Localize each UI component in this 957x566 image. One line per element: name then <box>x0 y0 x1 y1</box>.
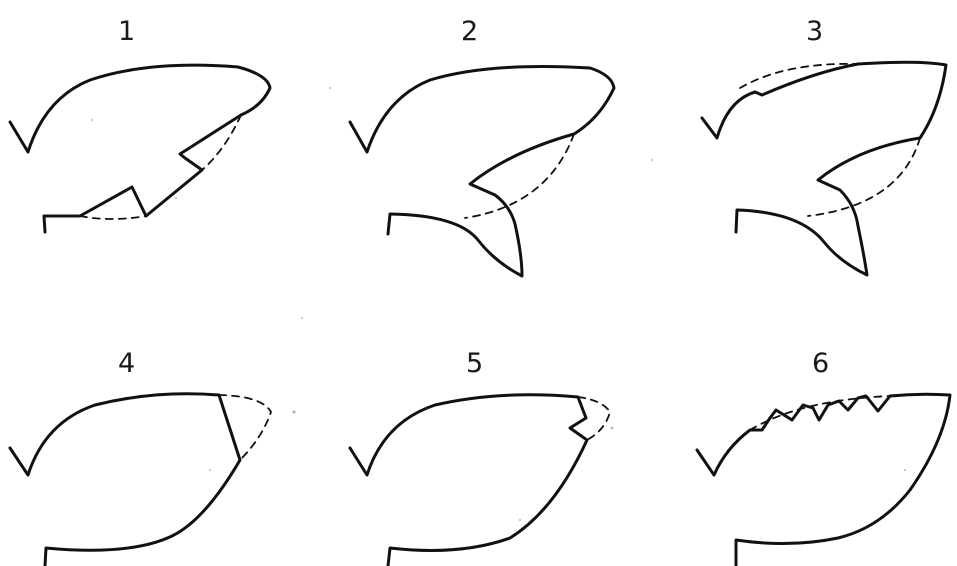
cut-line <box>219 395 271 460</box>
cut-line <box>202 115 241 170</box>
cut-line <box>808 138 920 216</box>
upper-curve <box>10 65 270 232</box>
panel-number: 6 <box>812 348 829 379</box>
upper-curve <box>350 67 614 277</box>
upper-curve <box>350 395 587 566</box>
panel-4: 4 <box>10 348 271 566</box>
panel-2: 2 <box>350 16 614 276</box>
panel-5: 5 <box>350 348 610 566</box>
cut-line <box>80 216 146 219</box>
paper-specks <box>91 87 906 521</box>
panel-1: 1 <box>10 16 270 232</box>
panel-number: 5 <box>466 348 483 379</box>
panel-number: 4 <box>118 348 135 379</box>
upper-curve <box>702 62 946 275</box>
upper-curve <box>10 394 240 566</box>
panel-number: 2 <box>461 16 478 47</box>
upper-curve <box>697 394 950 566</box>
panel-number: 1 <box>118 16 135 47</box>
panel-number: 3 <box>806 16 823 47</box>
panel-3: 3 <box>702 16 946 275</box>
panel-6: 6 <box>697 348 950 566</box>
